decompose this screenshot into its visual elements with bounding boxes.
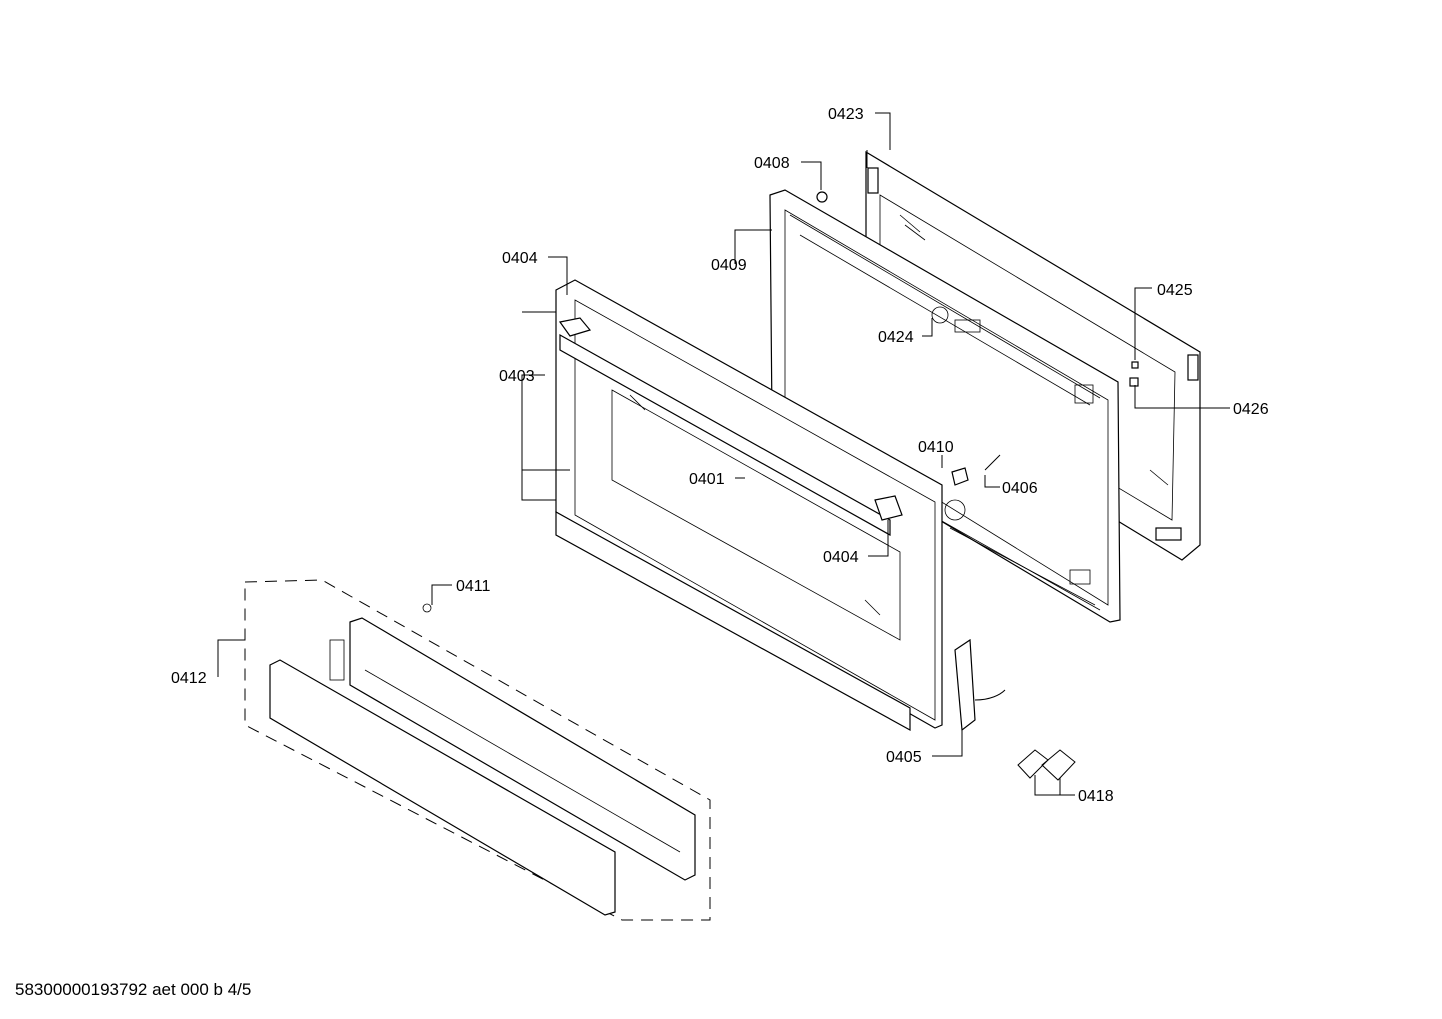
part-0418-clips <box>1017 749 1076 781</box>
part-0426-screw <box>1129 377 1139 387</box>
callout-0401: 0401 <box>689 471 725 488</box>
leader-lines <box>217 112 1230 796</box>
callout-0408: 0408 <box>754 155 790 172</box>
part-0412-control-panel <box>244 579 711 921</box>
callout-0409: 0409 <box>711 257 747 274</box>
callout-0404-bottom: 0404 <box>823 549 859 566</box>
callout-0423: 0423 <box>828 106 864 123</box>
callout-0425: 0425 <box>1157 282 1193 299</box>
part-0425-screw <box>1131 361 1139 369</box>
callout-0418: 0418 <box>1078 788 1114 805</box>
callout-0404-top: 0404 <box>502 250 538 267</box>
callout-0426: 0426 <box>1233 401 1269 418</box>
callout-0403: 0403 <box>499 368 535 385</box>
document-id: 58300000193792 aet 000 b 4/5 <box>15 980 252 999</box>
part-0405-hinge <box>954 638 1006 732</box>
callout-0424: 0424 <box>878 329 914 346</box>
part-0410-fastener <box>951 467 969 486</box>
part-0406-screw <box>984 454 1001 471</box>
callout-0405: 0405 <box>886 749 922 766</box>
callout-0410: 0410 <box>918 439 954 456</box>
callout-0412: 0412 <box>171 670 207 687</box>
part-0408-screw <box>816 191 828 203</box>
callout-0411: 0411 <box>456 578 491 595</box>
part-0409-inner-frame <box>769 189 1121 623</box>
callout-0406: 0406 <box>1002 480 1038 497</box>
part-0404-handle <box>558 317 903 537</box>
